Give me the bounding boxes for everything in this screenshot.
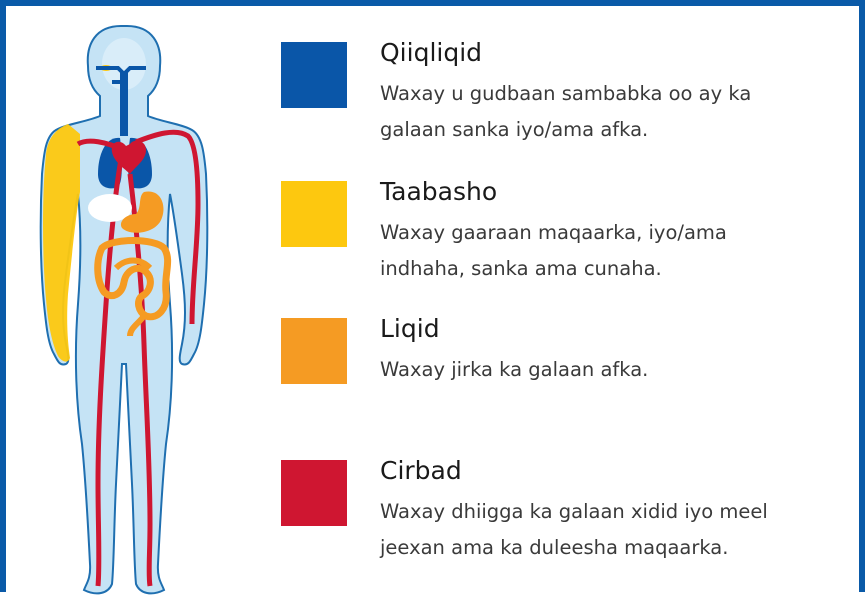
legend-title: Liqid bbox=[380, 314, 440, 343]
legend-description: Waxay gaaraan maqaarka, iyo/ama indhaha,… bbox=[380, 215, 820, 287]
legend-desc-line: galaan sanka iyo/ama afka. bbox=[380, 112, 820, 148]
legend-item-liqid: Liqid Waxay jirka ka galaan afka. bbox=[281, 318, 841, 428]
legend-item-taabasho: Taabasho Waxay gaaraan maqaarka, iyo/ama… bbox=[281, 181, 841, 291]
legend-title: Cirbad bbox=[380, 456, 462, 485]
legend-item-cirbad: Cirbad Waxay dhiigga ka galaan xidid iyo… bbox=[281, 460, 841, 570]
legend-swatch-orange bbox=[281, 318, 347, 384]
legend-desc-line: jeexan ama ka duleesha maqaarka. bbox=[380, 530, 820, 566]
legend-desc-line: Waxay gaaraan maqaarka, iyo/ama bbox=[380, 215, 820, 251]
legend-description: Waxay dhiigga ka galaan xidid iyo meel j… bbox=[380, 494, 820, 566]
human-body-illustration bbox=[26, 24, 236, 598]
legend-title: Taabasho bbox=[380, 177, 497, 206]
legend-desc-line: indhaha, sanka ama cunaha. bbox=[380, 251, 820, 287]
legend-desc-line: Waxay u gudbaan sambabka oo ay ka bbox=[380, 76, 820, 112]
legend-swatch-red bbox=[281, 460, 347, 526]
legend-title: Qiiqliqid bbox=[380, 38, 482, 67]
legend-item-qiiqliqid: Qiiqliqid Waxay u gudbaan sambabka oo ay… bbox=[281, 42, 841, 152]
legend-description: Waxay jirka ka galaan afka. bbox=[380, 352, 820, 388]
legend-swatch-yellow bbox=[281, 181, 347, 247]
legend-swatch-blue bbox=[281, 42, 347, 108]
legend-desc-line: Waxay jirka ka galaan afka. bbox=[380, 352, 820, 388]
legend-desc-line: Waxay dhiigga ka galaan xidid iyo meel bbox=[380, 494, 820, 530]
legend-description: Waxay u gudbaan sambabka oo ay ka galaan… bbox=[380, 76, 820, 148]
